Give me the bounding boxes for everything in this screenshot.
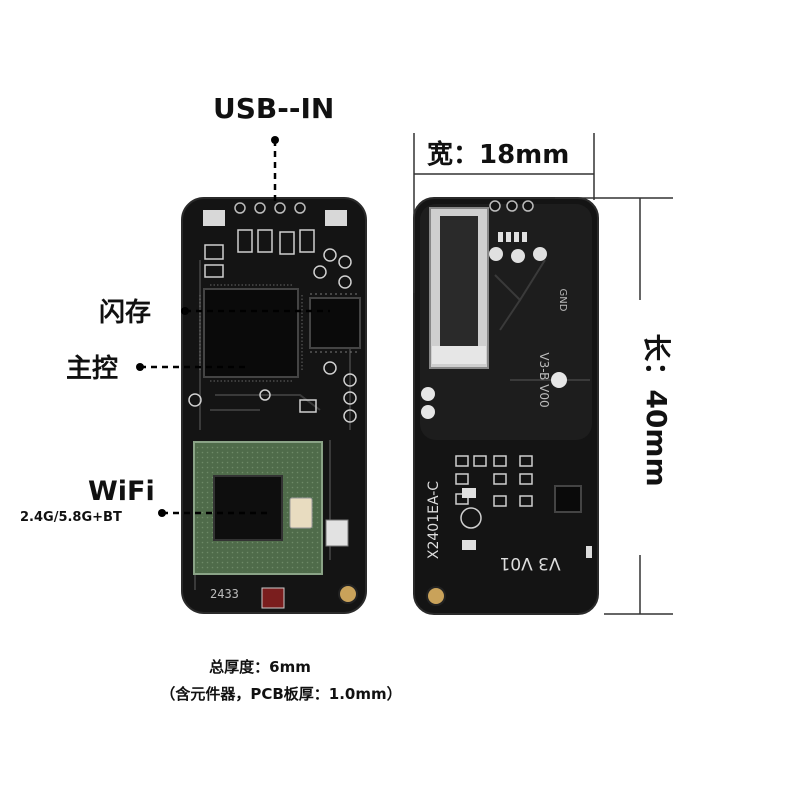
back-led-1 (462, 488, 476, 498)
controller-chip-pins (199, 284, 303, 382)
label-wifi: WiFi (88, 476, 155, 507)
label-usb-in: USB--IN (213, 92, 335, 125)
back-marker (586, 546, 592, 558)
front-serial-text: 2433 (210, 587, 239, 601)
callout-dots (136, 136, 279, 517)
back-board: GND V3-B V00 X2401EA-C V3 V01 (413, 197, 599, 615)
dimension-lines (413, 133, 673, 615)
flash-chip-pins (310, 293, 360, 353)
controller-chip (203, 288, 299, 378)
label-width: 宽：18mm (427, 140, 570, 170)
usb-pins (234, 202, 306, 214)
back-hole-right (551, 372, 567, 388)
back-hole-left-2 (421, 405, 435, 419)
antenna-connector (325, 519, 349, 547)
footer-thickness: 总厚度：6mm (209, 658, 311, 676)
front-pad-left (203, 210, 225, 226)
back-pads (489, 232, 547, 263)
callout-lines (140, 140, 330, 515)
front-side-components (188, 361, 357, 423)
label-length: 长：40mm (640, 333, 673, 487)
wifi-chip (213, 475, 283, 541)
back-traces (494, 259, 590, 381)
label-flash: 闪存 (99, 298, 152, 328)
back-version-top-text: V3-B V00 (537, 352, 551, 407)
front-led (261, 587, 285, 609)
footer-note: （含元件器，PCB板厚：1.0mm） (160, 685, 402, 703)
back-mount-hole (426, 586, 446, 606)
usb-connector-lip (432, 346, 486, 364)
back-hole-left-1 (421, 387, 435, 401)
front-pad-right (325, 210, 347, 226)
back-ic (554, 485, 582, 513)
back-lower-components (455, 455, 533, 507)
back-led-2 (462, 540, 476, 550)
front-board: 2433 (181, 197, 367, 614)
flash-chip (309, 297, 361, 349)
back-gnd-text: GND (557, 289, 568, 312)
back-version-bottom-text: V3 V01 (499, 553, 560, 573)
wifi-crystal (289, 497, 313, 529)
label-wifi-bands: 2.4G/5.8G+BT (20, 510, 122, 525)
back-round-component (460, 507, 482, 529)
back-code-text: X2401EA-C (426, 481, 442, 559)
label-controller: 主控 (66, 354, 119, 384)
back-pins (489, 200, 534, 212)
front-mount-hole (338, 584, 358, 604)
front-small-components (204, 229, 352, 289)
usb-connector-cavity (440, 216, 478, 346)
